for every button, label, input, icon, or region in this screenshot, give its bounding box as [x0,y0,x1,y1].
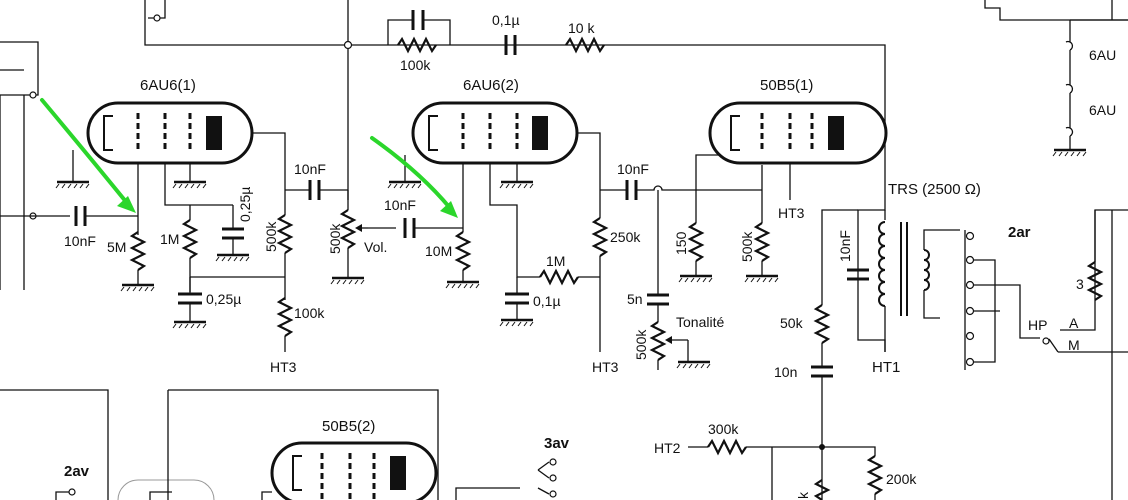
label-res-150: 150 [673,231,689,255]
tube3-pins [789,132,886,200]
label-cap-025-a: 0,25µ [237,187,253,222]
label-res-100k-b: 100k [294,305,325,321]
label-res-1m-a: 1M [160,231,179,247]
tube-50b5-2 [261,441,438,500]
label-res-300k: 300k [708,421,739,437]
tube-label-50b5-2: 50B5(2) [322,418,375,435]
cap-10nf-input [74,206,138,226]
label-ht3-b: HT3 [592,359,619,375]
label-sw-m: M [1068,337,1080,353]
resistor-10k-top [565,36,605,54]
tube1-pins [54,132,286,235]
label-res-3: 3 [1076,276,1084,292]
label-ht3-c: HT3 [778,205,805,221]
cap-01u-top [504,35,517,55]
resistor-200k [866,455,884,500]
label-res-200k: 200k [886,471,917,487]
label-res-100k-top: 100k [400,57,431,73]
relay-chain [984,0,1128,158]
top-wiring [144,0,886,200]
pot-500k-volume [329,190,396,286]
label-res-5m: 5M [107,239,126,255]
label-tonalite: Tonalité [676,314,724,330]
cap-10nf-primary [847,268,869,281]
label-cap-10nf-2: 10nF [294,161,326,177]
label-pot-500k-tone: 500k [633,329,649,360]
resistor-300k [688,438,876,500]
bottom-left-block [0,389,439,500]
label-res-10k-top: 10 k [568,20,595,36]
label-res-1m-b: 1M [546,253,565,269]
label-ht2: HT2 [654,440,681,456]
label-cap-01u-b: 0,1µ [533,293,561,309]
label-hp: HP [1028,317,1047,333]
resistor-5m [119,231,156,293]
label-2ar: 2ar [1008,224,1031,241]
cap-10nf-coupling-2 [403,218,463,238]
label-cap-01u-top: 0,1µ [492,12,520,28]
label-cap-025-b: 0,25µ [206,291,241,307]
resistor-100k-top [397,36,437,54]
connector-3av [455,458,557,500]
label-res-250k: 250k [610,229,641,245]
annotation-arrow-1 [40,98,136,213]
label-relay-2: 6AU [1089,102,1116,118]
label-ht1: HT1 [872,359,900,376]
resistor-100k-ht3 [276,297,294,352]
resistor-partial-bottom [813,479,831,500]
label-cap-10nf-4: 10nF [617,161,649,177]
left-edge-block [0,41,70,290]
cap-01u-b [498,277,535,328]
label-res-500k-b: 500k [739,231,755,262]
resistor-1m-b [539,268,600,286]
annotation-arrow-2 [370,136,458,218]
tone-network [647,190,712,370]
label-cap-10nf-5: 10nF [837,230,853,262]
label-res-k-partial: k [795,491,811,499]
label-vol: Vol. [364,239,387,255]
output-transformer [857,190,960,352]
tube-label-6au6-1: 6AU6(1) [140,77,196,94]
resistor-150 [677,190,714,284]
resistor-10m [444,231,481,290]
cap-10nf-coupling-3 [600,154,720,200]
tube-6au6-1 [86,101,254,165]
tube-label-6au6-2: 6AU6(2) [463,77,519,94]
cap-025u-b [171,277,208,330]
feedback-network [811,209,858,500]
label-ht3-a: HT3 [270,359,297,375]
label-pot-500k-vol: 500k [327,223,343,254]
label-sw-a: A [1069,315,1079,331]
resistor-3ohm [1086,210,1104,301]
label-relay-1: 6AU [1089,47,1116,63]
label-cap-10n: 10n [774,364,797,380]
label-trs: TRS (2500 Ω) [888,181,981,198]
label-cap-10nf-3: 10nF [384,197,416,213]
label-res-10m: 10M [425,243,452,259]
label-3av: 3av [544,435,570,452]
tube-50b5-1 [708,101,888,165]
label-res-50k: 50k [780,315,804,331]
tube-6au6-2 [411,101,579,165]
resistor-500k-b [696,165,780,284]
label-cap-10nf-1: 10nF [64,233,96,249]
label-cap-5n: 5n [627,291,643,307]
cap-10nf-coupling-1 [285,180,348,200]
connector-2ar [964,209,1128,370]
label-res-500k-a: 500k [263,221,279,252]
resistor-250k [591,217,609,352]
label-2av: 2av [64,463,90,480]
resistor-500k-plate [276,214,294,300]
tube-label-50b5-1: 50B5(1) [760,77,813,94]
cap-025u-a [214,205,251,263]
